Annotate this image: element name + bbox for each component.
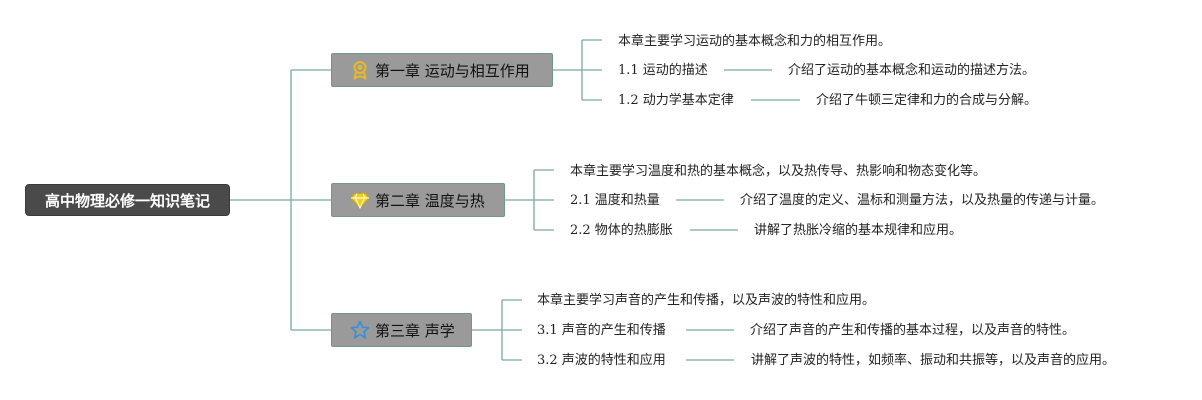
section-1-1-desc: 介绍了运动的基本概念和运动的描述方法。 [788,63,1036,78]
section-1-1-title: 1.1 运动的描述 [618,63,708,78]
section-2-1-title: 2.1 温度和热量 [570,193,660,208]
chapter-1-summary: 本章主要学习运动的基本概念和力的相互作用。 [618,34,892,49]
award-medal-icon [350,60,370,80]
section-2-1-desc: 介绍了温度的定义、温标和测量方法，以及热量的传递与计量。 [740,193,1105,208]
chapter-3-summary: 本章主要学习声音的产生和传播，以及声波的特性和应用。 [537,293,876,308]
section-1-2-title: 1.2 动力学基本定律 [618,93,734,108]
diamond-gem-icon [350,190,370,210]
root-topic[interactable]: 高中物理必修一知识笔记 [25,184,230,216]
chapter-1-node[interactable]: 第一章 运动与相互作用 [331,53,553,87]
chapter-2-title: 第二章 温度与热 [375,191,485,210]
section-1-2-desc: 介绍了牛顿三定律和力的合成与分解。 [816,93,1038,108]
chapter-2-summary: 本章主要学习温度和热的基本概念，以及热传导、热影响和物态变化等。 [570,164,987,179]
chapter-1-title: 第一章 运动与相互作用 [375,61,530,80]
section-3-1-desc: 介绍了声音的产生和传播的基本过程，以及声音的特性。 [750,323,1076,338]
chapter-3-node[interactable]: 第三章 声学 [331,313,472,347]
chapter-3-title: 第三章 声学 [375,321,455,340]
section-3-1-title: 3.1 声音的产生和传播 [537,323,666,338]
section-2-2-desc: 讲解了热胀冷缩的基本规律和应用。 [754,223,963,238]
star-outline-icon [350,320,370,340]
chapter-2-node[interactable]: 第二章 温度与热 [331,183,505,217]
section-2-2-title: 2.2 物体的热膨胀 [570,223,673,238]
root-topic-label: 高中物理必修一知识笔记 [44,191,210,210]
section-3-2-title: 3.2 声波的特性和应用 [537,353,666,368]
section-3-2-desc: 讲解了声波的特性，如频率、振动和共振等，以及声音的应用。 [751,353,1116,368]
